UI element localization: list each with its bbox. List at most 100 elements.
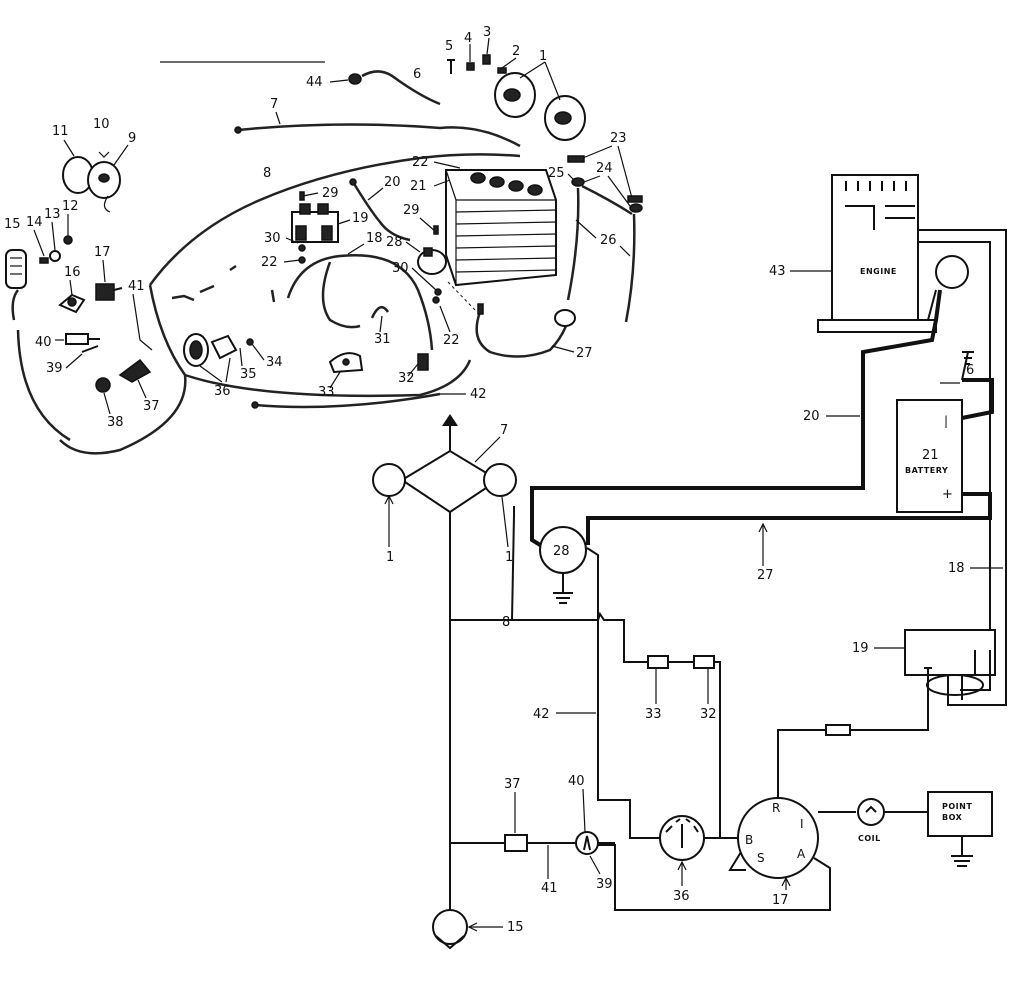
callout-36-schem: 36 xyxy=(673,889,690,904)
callout-39-parts: 39 xyxy=(46,361,63,376)
wire-18 xyxy=(918,241,991,691)
callout-18-schem: 18 xyxy=(948,561,965,576)
solenoid-part xyxy=(291,203,339,243)
coil-label: COIL xyxy=(858,834,881,843)
callout-15-parts: 15 xyxy=(4,217,21,232)
battery-part xyxy=(445,169,557,287)
battery xyxy=(896,399,963,513)
wire-6 xyxy=(961,378,994,420)
callout-2: 2 xyxy=(512,44,520,59)
callout-30-b: 30 xyxy=(392,261,409,276)
callout-37-parts: 37 xyxy=(143,399,160,414)
callout-26: 26 xyxy=(600,233,617,248)
callout-7-parts: 7 xyxy=(270,97,278,112)
wire-20 xyxy=(530,289,942,550)
ground-cable xyxy=(361,70,441,106)
callout-11: 11 xyxy=(52,124,69,139)
exploded-parts-view: 1 2 3 4 5 6 44 7 8 9 xyxy=(4,25,643,455)
callout-17-schem: 17 xyxy=(772,893,789,908)
callout-27-parts: 27 xyxy=(576,346,593,361)
callout-33-schem: 33 xyxy=(645,707,662,722)
callout-32-schem: 32 xyxy=(700,707,717,722)
callout-9: 9 xyxy=(128,131,136,146)
callout-40-parts: 40 xyxy=(35,335,52,350)
fuse-holder xyxy=(575,831,599,855)
headlight-left xyxy=(372,463,406,497)
callout-40-schem: 40 xyxy=(568,774,585,789)
callout-20-schem: 20 xyxy=(803,409,820,424)
callout-33-parts: 33 xyxy=(318,385,335,400)
harness-42 xyxy=(254,392,441,409)
callout-5: 5 xyxy=(445,39,453,54)
callout-30-a: 30 xyxy=(264,231,281,246)
callout-27-schem: 27 xyxy=(757,568,774,583)
fuse-holder-part xyxy=(65,333,100,345)
wire-42 xyxy=(586,547,660,839)
callout-6-parts: 6 xyxy=(413,67,421,82)
callout-17-parts: 17 xyxy=(94,245,111,260)
callout-41-schem: 41 xyxy=(541,881,558,896)
ammeter-part xyxy=(183,333,238,367)
callout-8-parts: 8 xyxy=(263,166,271,181)
engine xyxy=(817,174,1007,500)
callout-22-b: 22 xyxy=(412,155,429,170)
callout-16: 16 xyxy=(64,265,81,280)
callout-43: 43 xyxy=(769,264,786,279)
wire-8 xyxy=(450,506,515,621)
headlight-assembly xyxy=(494,72,586,141)
callout-25: 25 xyxy=(548,166,565,181)
point-box-label-1: POINT xyxy=(942,802,972,811)
callout-38: 38 xyxy=(107,415,124,430)
starter-part xyxy=(417,247,447,275)
callout-42-schem: 42 xyxy=(533,707,550,722)
callout-22-c: 22 xyxy=(443,333,460,348)
engine-label: ENGINE xyxy=(860,267,897,276)
callout-12: 12 xyxy=(62,199,79,214)
ignition-switch-part xyxy=(95,283,123,301)
switch-terminal-b: B xyxy=(745,833,753,847)
callout-28-parts: 28 xyxy=(386,235,403,250)
switch-part-33 xyxy=(328,352,364,374)
wire-8-switch xyxy=(512,611,721,838)
callout-15-schem: 15 xyxy=(507,920,524,935)
switch-terminal-r: R xyxy=(772,801,780,815)
switch-terminal-a: A xyxy=(797,847,806,861)
callout-35: 35 xyxy=(240,367,257,382)
hold-down-rods xyxy=(566,187,636,323)
switch-terminal-i: I xyxy=(800,817,804,831)
callout-22-a: 22 xyxy=(261,255,278,270)
callout-24: 24 xyxy=(596,161,613,176)
battery-negative: | xyxy=(944,414,948,428)
callout-10: 10 xyxy=(93,117,110,132)
callout-44: 44 xyxy=(306,75,323,90)
battery-number: 21 xyxy=(922,448,939,463)
switch-terminal-s: S xyxy=(757,851,765,865)
callout-31: 31 xyxy=(374,332,391,347)
callout-19-schem: 19 xyxy=(852,641,869,656)
starter-number: 28 xyxy=(553,544,570,559)
callout-3: 3 xyxy=(483,25,491,40)
solenoid-cable xyxy=(351,181,411,242)
callout-37-schem: 37 xyxy=(504,777,521,792)
callout-39-schem: 39 xyxy=(596,877,613,892)
switch-part-32 xyxy=(417,353,429,371)
wiring-schematic: ENGINE 43 6 | 21 BATTERY + 20 7 1 xyxy=(372,174,1007,950)
callout-29-b: 29 xyxy=(403,203,420,218)
tail-lamp xyxy=(432,909,468,945)
switch-33 xyxy=(647,655,669,669)
wire-accessory xyxy=(598,844,831,911)
headlight-right xyxy=(483,463,517,497)
light-switch xyxy=(58,293,86,314)
taillight xyxy=(62,156,121,213)
ignition-coil xyxy=(857,798,885,826)
callout-13: 13 xyxy=(44,207,61,222)
connector-part xyxy=(118,358,152,383)
headlight-circuit xyxy=(372,414,517,514)
wire-solenoid-switch xyxy=(777,700,929,800)
wire-27 xyxy=(586,492,992,545)
callout-4: 4 xyxy=(464,31,472,46)
callout-36-parts: 36 xyxy=(214,384,231,399)
callout-29-a: 29 xyxy=(322,186,339,201)
battery-positive: + xyxy=(942,487,953,502)
callout-1-schem-right: 1 xyxy=(505,550,513,565)
